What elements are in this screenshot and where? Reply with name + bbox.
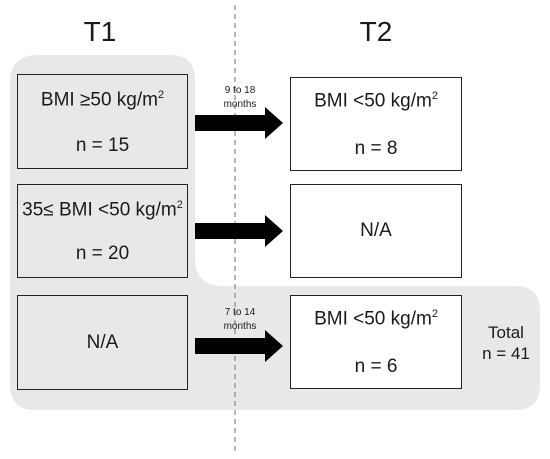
t2-box-bmi-under-50: BMI <50 kg/m2 n = 8: [290, 77, 462, 171]
t2-box-na-text: N/A: [360, 220, 392, 241]
interval-label-row-3: 7 to 14 months: [223, 307, 257, 332]
total-title: Total: [488, 323, 524, 342]
t1-box-label: 35≤ BMI <50 kg/m2: [22, 199, 183, 221]
t2-box-bmi-under-50-row-3: BMI <50 kg/m2 n = 6: [290, 295, 462, 389]
t1-box-count: n = 15: [75, 135, 130, 156]
t1-box-bmi-50-plus: BMI ≥50 kg/m2 n = 15: [17, 74, 188, 169]
total-count: n = 41: [482, 344, 530, 363]
arrow-row-2: [195, 215, 283, 247]
t2-box-label: BMI <50 kg/m2: [314, 308, 438, 330]
t1-box-label: BMI ≥50 kg/m2: [40, 89, 165, 111]
heading-t1: T1: [83, 16, 117, 47]
arrow-row-3: [195, 330, 283, 362]
t2-box-count: n = 8: [354, 138, 398, 159]
t2-box-count: n = 6: [354, 356, 398, 377]
t2-box-na: N/A: [290, 184, 462, 278]
t2-box-label: BMI <50 kg/m2: [314, 90, 438, 112]
t1-box-count: n = 20: [75, 243, 130, 264]
interval-label-row-1: 9 to 18 months: [223, 85, 257, 110]
arrow-row-1: [195, 107, 283, 139]
t1-box-na-text: N/A: [86, 331, 119, 353]
t1-box-bmi-35-50: 35≤ BMI <50 kg/m2 n = 20: [17, 184, 188, 278]
total-label: Total n = 41: [466, 322, 546, 364]
t1-box-na: N/A: [17, 295, 188, 390]
heading-t2: T2: [359, 16, 393, 47]
